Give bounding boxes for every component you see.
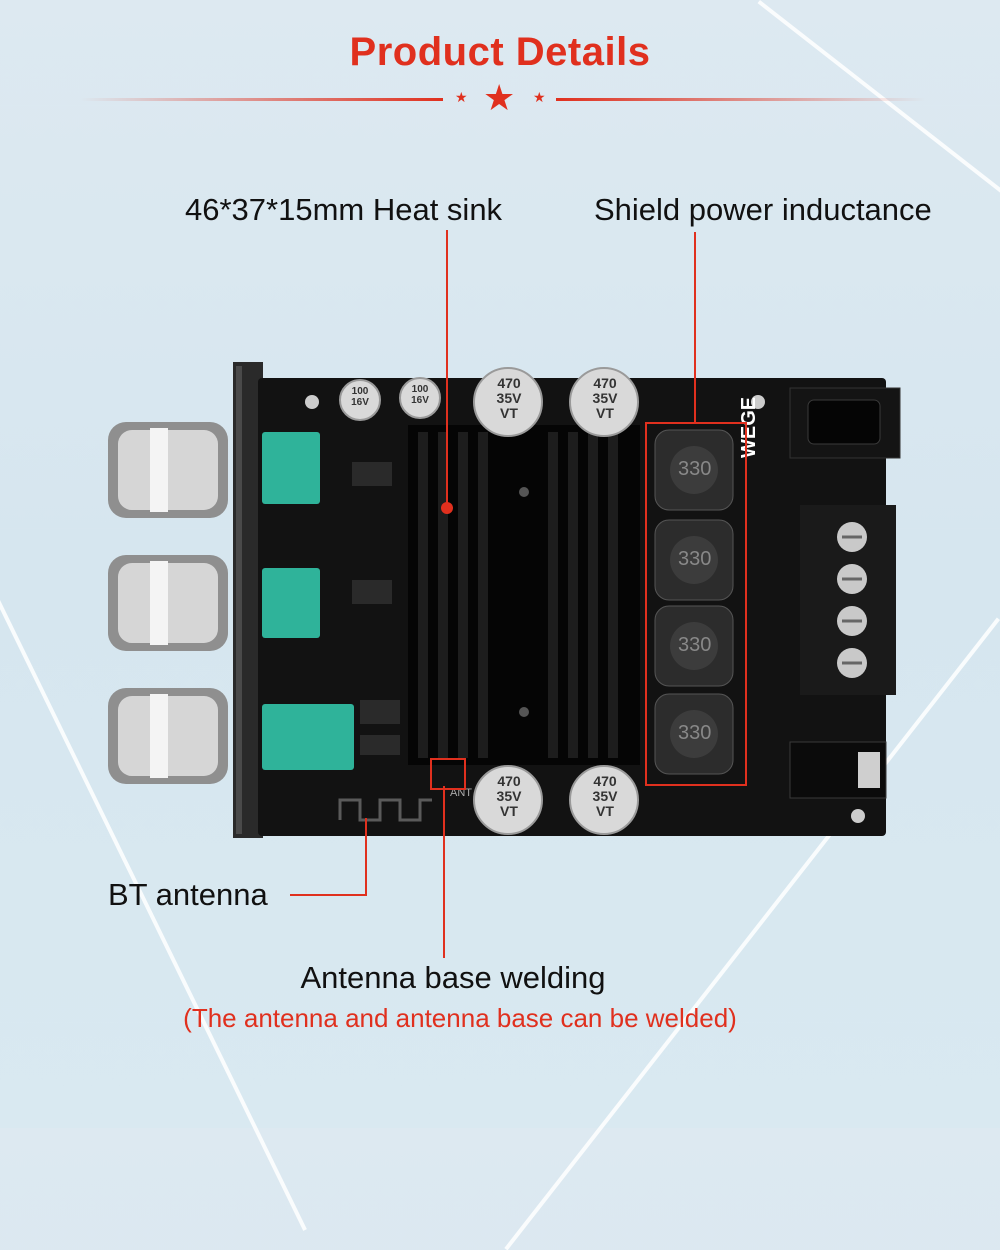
antenna-base-highlight-box xyxy=(430,758,466,790)
heat-sink-callout-dot xyxy=(441,502,453,514)
inductor-code: 330 xyxy=(678,458,712,480)
antenna-base-label: Antenna base welding xyxy=(300,960,606,995)
inductor-code: 330 xyxy=(678,634,712,656)
antenna-base-callout-line xyxy=(443,786,445,958)
title-rule-left xyxy=(80,98,443,101)
ant-marking: ANT xyxy=(450,787,472,799)
antenna-note: (The antenna and antenna base can be wel… xyxy=(183,1003,737,1033)
inductance-label: Shield power inductance xyxy=(594,192,932,227)
knob xyxy=(108,422,228,784)
star-icon: ★ xyxy=(483,77,516,118)
inductance-callout-line xyxy=(694,232,696,422)
page-title: Product Details xyxy=(349,30,651,74)
heat-sink-label: 46*37*15mm Heat sink xyxy=(185,192,503,227)
inductor xyxy=(654,429,734,775)
antenna-callout-line-v xyxy=(365,818,367,896)
inductor-code: 330 xyxy=(678,548,712,570)
inductor-code: 330 xyxy=(678,722,712,744)
inductance-highlight-box xyxy=(645,422,747,786)
star-icon: ★ xyxy=(533,89,546,105)
capacitor xyxy=(339,367,639,835)
bt-antenna-trace xyxy=(338,798,432,822)
title-rule-right xyxy=(556,98,926,101)
heat-sink-callout-line xyxy=(446,230,448,508)
star-icon: ★ xyxy=(455,89,468,105)
antenna-callout-line-h xyxy=(290,894,367,896)
bt-antenna-label: BT antenna xyxy=(108,877,268,912)
amplifier-board-image xyxy=(108,362,901,838)
